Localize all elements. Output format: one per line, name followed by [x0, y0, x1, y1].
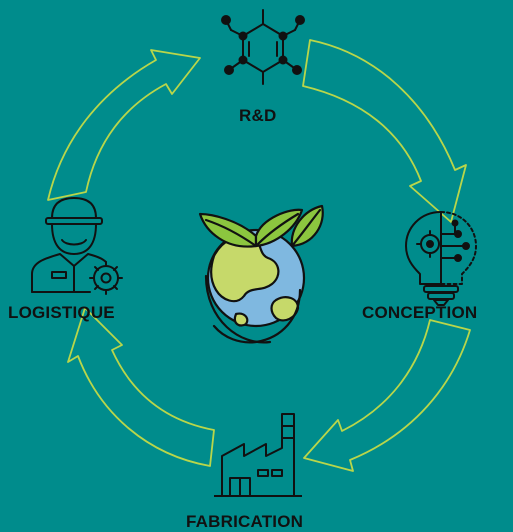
- stage-label-logistique: LOGISTIQUE: [8, 303, 115, 322]
- cycle-arrows: [47, 39, 471, 472]
- earth-leaves-icon: [198, 204, 324, 344]
- arrow-fabrication-to-logistique: [67, 307, 215, 467]
- stage-label-conception: CONCEPTION: [362, 303, 478, 322]
- lightbulb-circuit-icon: [405, 211, 477, 306]
- factory-icon: [214, 413, 302, 497]
- arrow-rd-to-conception: [302, 39, 467, 223]
- worker-gear-icon: [31, 197, 123, 295]
- stage-label-fabrication: FABRICATION: [186, 512, 304, 531]
- molecule-icon: [221, 9, 305, 85]
- stage-label-rd: R&D: [239, 106, 277, 125]
- arrow-conception-to-fabrication: [303, 319, 471, 472]
- arrow-logistique-to-rd: [47, 49, 201, 201]
